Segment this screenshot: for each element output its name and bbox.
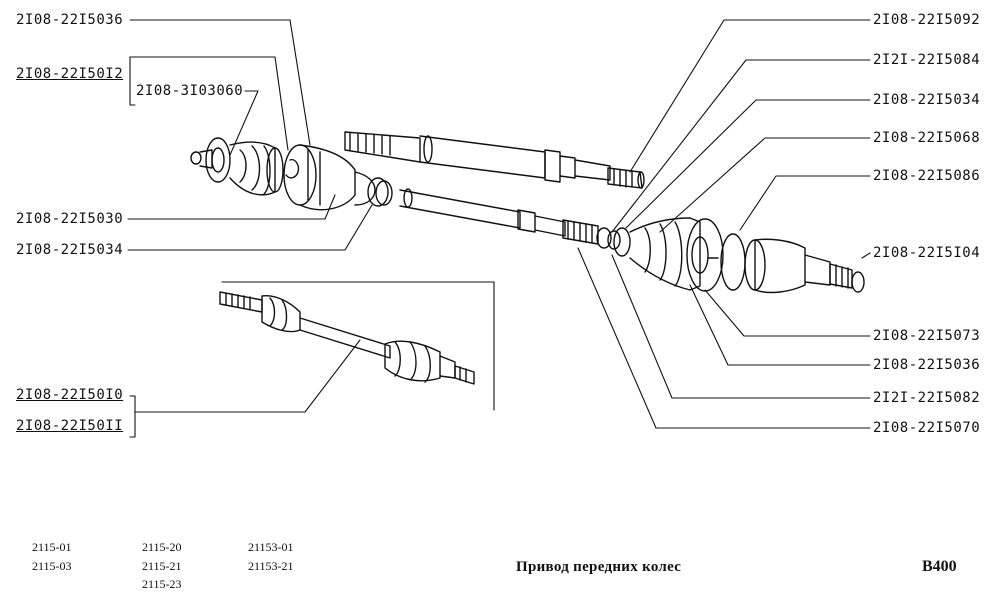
diagram-title: Привод передних колес [516, 559, 682, 575]
part-label: 2I08-22I5036 [16, 12, 124, 28]
part-label: 2I08-3I03060 [136, 83, 244, 99]
part-label: 2I08-22I5I04 [873, 245, 981, 261]
model-code: 21153-21 [248, 559, 294, 573]
part-label: 2I2I-22I5084 [873, 52, 981, 68]
middle-shaft [399, 188, 621, 250]
model-code: 2115-21 [142, 559, 182, 573]
part-label: 2I08-22I5073 [873, 328, 981, 344]
leader-lines [127, 19, 871, 438]
page-code: B400 [922, 558, 957, 575]
model-code: 2115-01 [32, 540, 72, 554]
part-label: 2I08-22I5036 [873, 357, 981, 373]
part-label: 2I08-22I5068 [873, 130, 981, 146]
assembled-drive [219, 291, 475, 385]
part-label: 2I08-22I50II [16, 418, 124, 434]
part-label: 2I2I-22I5082 [873, 390, 981, 406]
model-code: 2115-23 [142, 577, 182, 591]
part-label: 2I08-22I5086 [873, 168, 981, 184]
model-code: 2115-03 [32, 559, 72, 573]
part-label: 2I08-22I5034 [873, 92, 981, 108]
part-label: 2I08-22I50I0 [16, 387, 124, 403]
part-label: 2I08-22I50I2 [16, 66, 124, 82]
part-label: 2I08-22I5030 [16, 211, 124, 227]
part-label: 2I08-22I5034 [16, 242, 124, 258]
part-label: 2I08-22I5092 [873, 12, 981, 28]
part-label: 2I08-22I5070 [873, 420, 981, 436]
model-code: 21153-01 [248, 540, 294, 554]
left-cv-joint [190, 137, 393, 211]
right-cv-joint [613, 217, 865, 294]
model-code: 2115-20 [142, 540, 182, 554]
upper-shaft [344, 131, 645, 189]
